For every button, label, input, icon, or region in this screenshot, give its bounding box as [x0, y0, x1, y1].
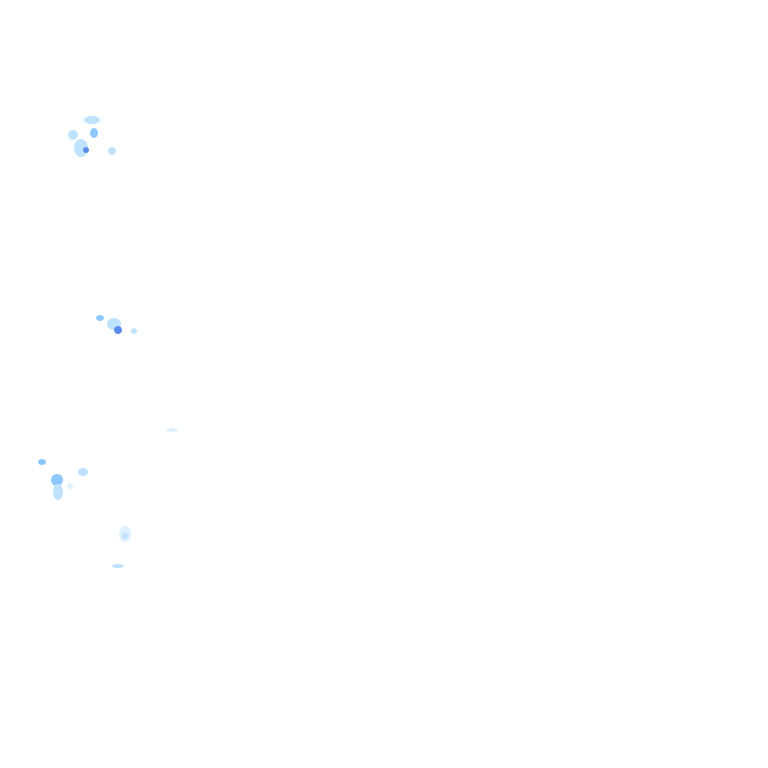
- rain-cell-southwest: [38, 459, 88, 500]
- rain-cell-south: [112, 526, 131, 568]
- rain-cell-central: [96, 315, 178, 432]
- rain-cell-north: [68, 116, 116, 157]
